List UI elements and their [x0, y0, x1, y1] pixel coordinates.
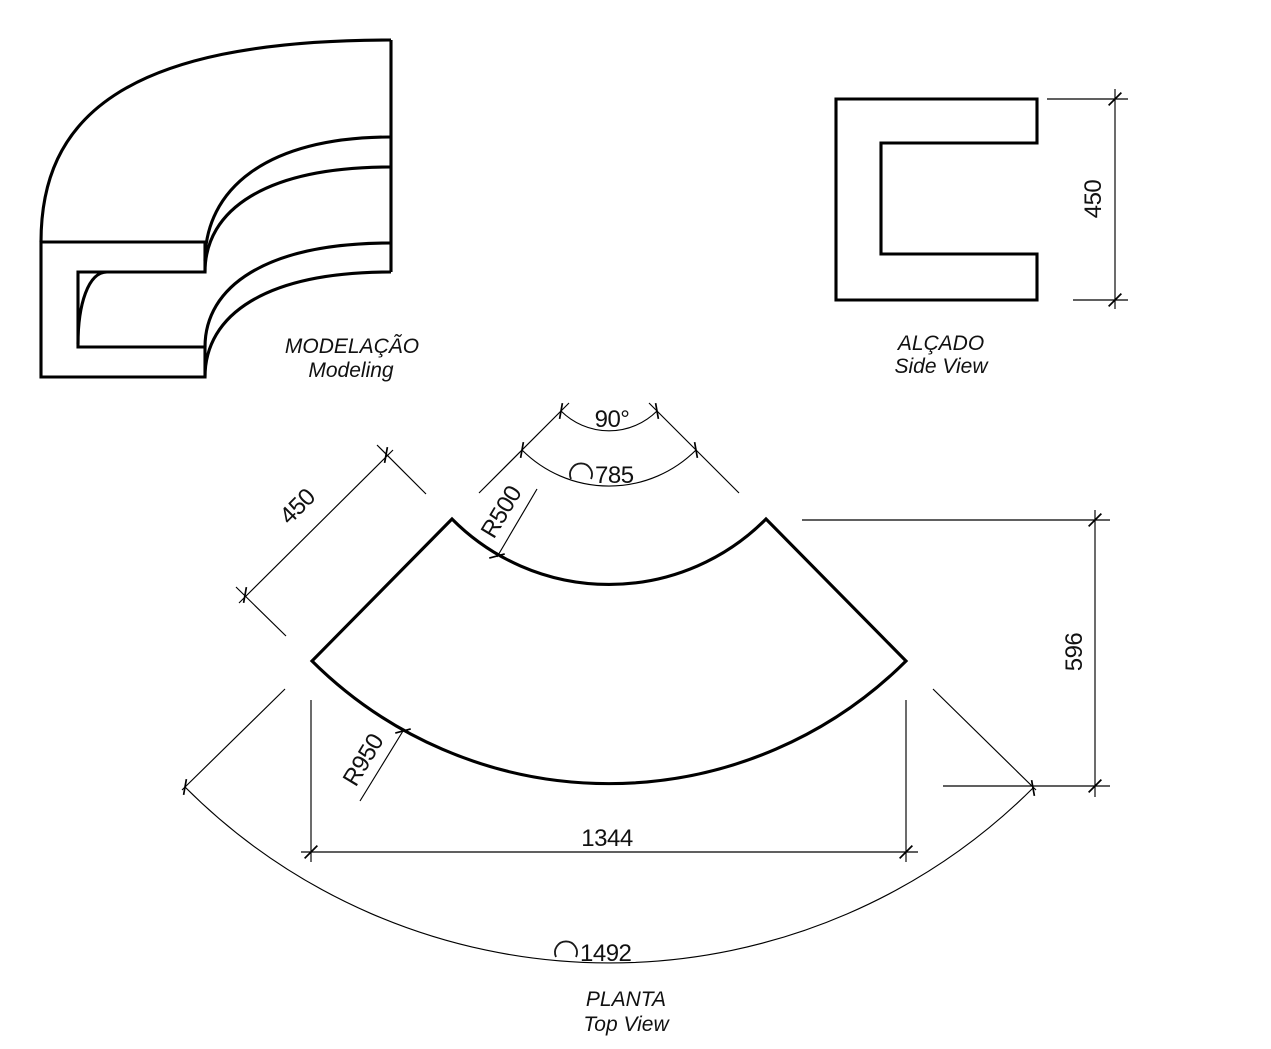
side-view-c-profile: [834, 97, 1039, 302]
plan-angle-tick-right: [654, 402, 660, 420]
plan-dim785-tick-right: [693, 441, 699, 459]
plan-r950-tick: [395, 728, 411, 734]
plan-dim450-tick-lower: [242, 586, 248, 604]
plan-r500-tick: [489, 553, 505, 559]
plan-dim785-arc: [521, 449, 697, 487]
plan-angle-tick-left: [558, 402, 564, 420]
plan-angle-arc: [560, 410, 658, 432]
plan-dim450-ext-lower: [235, 586, 287, 637]
modeling-bottom-band-upper-arc: [203, 241, 392, 348]
top-view-subtitle: Top View: [583, 1013, 670, 1036]
modeling-front-face: [39, 240, 207, 379]
modeling-outer-top-arc: [39, 38, 392, 243]
plan-r500-leader: [496, 488, 538, 558]
modeling-title: MODELAÇÃO: [285, 334, 419, 358]
plan-dim450-text: 450: [275, 483, 321, 529]
plan-dim1344-text: 1344: [581, 825, 633, 852]
plan-dim1344-tick-left: [304, 845, 318, 859]
plan-dim450-ext-upper: [376, 444, 427, 495]
plan-angle-radial-right: [648, 402, 740, 494]
top-view-title: PLANTA: [586, 988, 666, 1011]
side-dim450-tick-bottom: [1108, 293, 1122, 307]
arc-length-symbol-1492: [554, 940, 578, 958]
modeling-top-band-upper-arc: [203, 135, 392, 262]
modeling-bottom-band-lower-arc: [203, 270, 392, 378]
plan-dim596-text: 596: [1061, 633, 1088, 672]
modeling-notch-inner-arc: [76, 270, 108, 345]
side-dim450-tick-top: [1108, 92, 1122, 106]
modeling-view: MODELAÇÃO Modeling: [39, 38, 419, 382]
side-dim450-text: 450: [1080, 180, 1107, 219]
plan-r500-text: R500: [476, 481, 528, 543]
plan-dim785-tick-left: [519, 441, 525, 459]
side-view-title: ALÇADO: [896, 332, 984, 355]
side-view: 450 ALÇADO Side View: [834, 89, 1128, 378]
side-view-subtitle: Side View: [894, 355, 989, 378]
plan-dim1492-text: 1492: [580, 940, 632, 967]
plan-dim1492-tick-left: [182, 778, 188, 796]
plan-sector-outline: [309, 516, 909, 786]
plan-dim1344-tick-right: [899, 845, 913, 859]
plan-dim450-line: [238, 449, 394, 604]
plan-r950-leader: [359, 730, 404, 802]
plan-dim596-tick-bottom: [1088, 779, 1102, 793]
plan-dim1492-tick-right: [1030, 779, 1036, 797]
modeling-top-band-lower-arc: [203, 165, 392, 273]
arc-length-symbol-785: [569, 462, 593, 480]
top-view: 90° 785 R500 R950 450: [181, 402, 1110, 1036]
plan-dim450-tick-upper: [383, 446, 389, 464]
plan-dim785-text: 785: [595, 462, 634, 489]
plan-angle-text: 90°: [595, 406, 630, 433]
plan-r950-text: R950: [338, 729, 390, 791]
modeling-subtitle: Modeling: [308, 359, 394, 382]
plan-dim1492-ext-left: [181, 688, 286, 791]
plan-dim1492-ext-right: [932, 688, 1037, 791]
plan-dim596-tick-top: [1088, 513, 1102, 527]
plan-dim1492-arc: [184, 786, 1034, 964]
plan-angle-radial-left: [478, 402, 570, 494]
